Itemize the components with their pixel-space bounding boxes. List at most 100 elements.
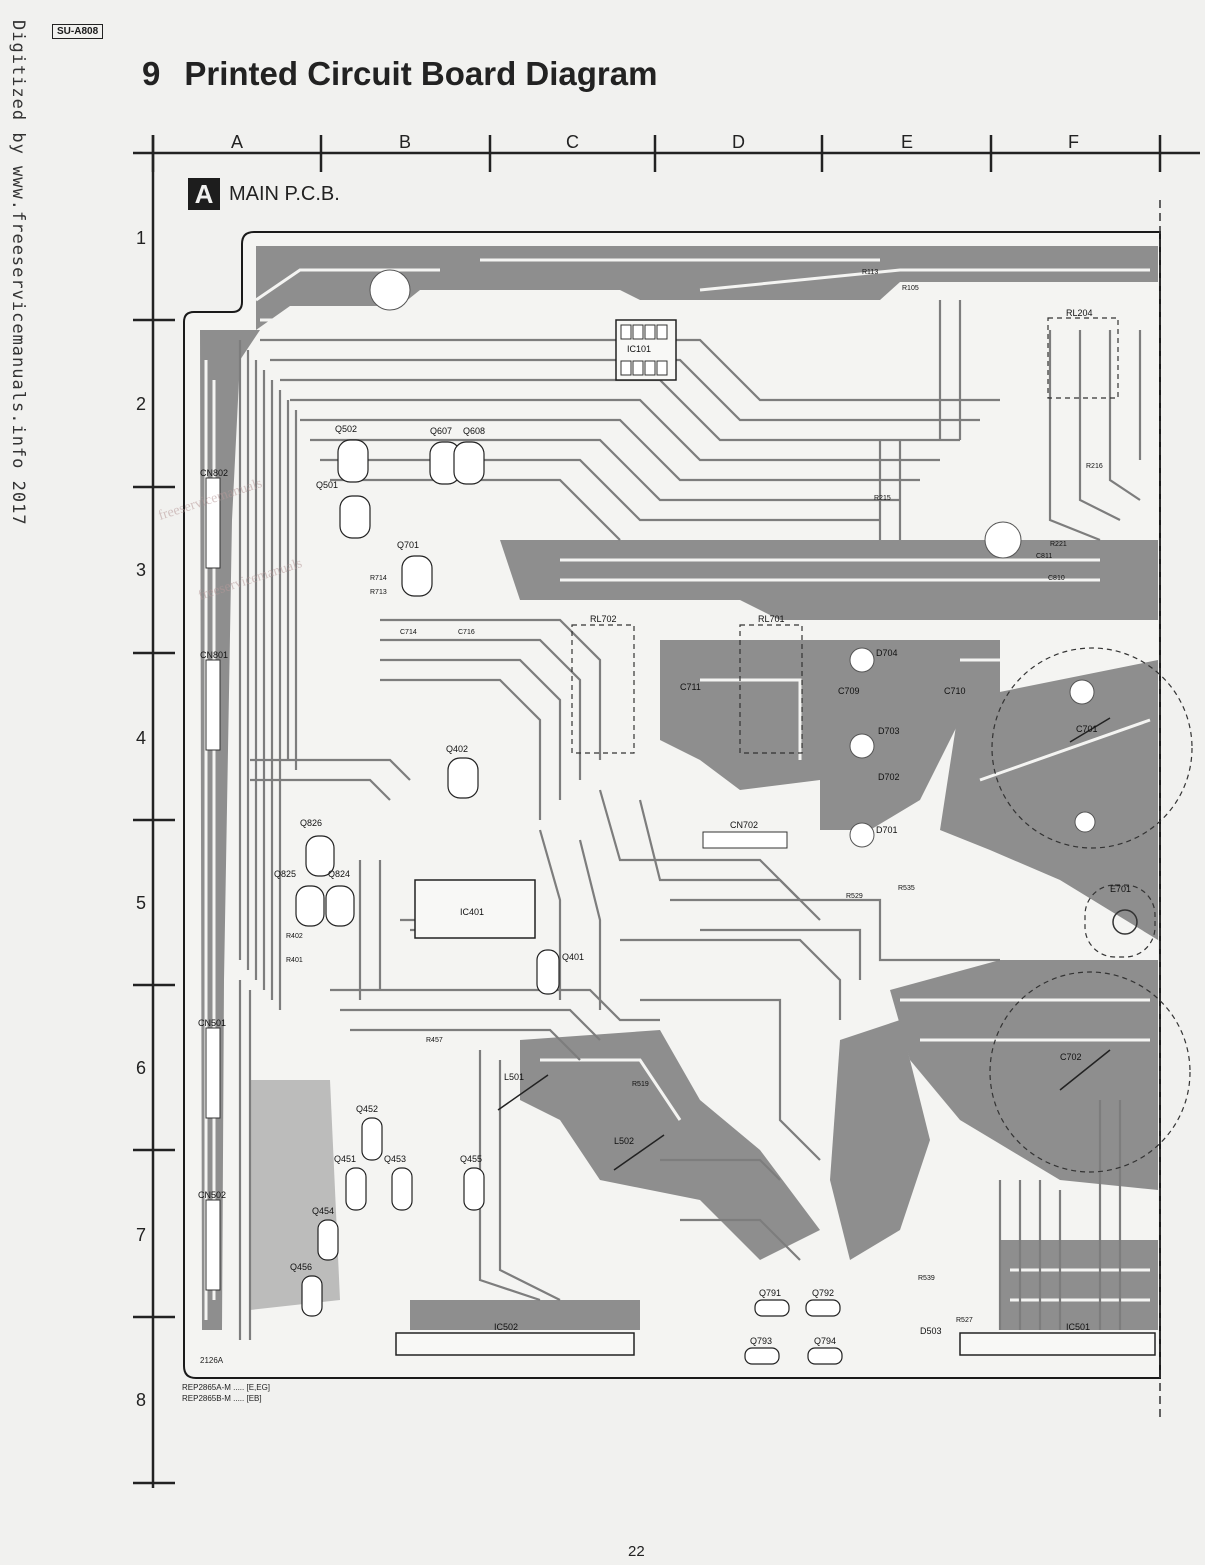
row-label-8: 8: [136, 1390, 147, 1410]
label-q401: Q401: [562, 952, 584, 962]
label-r714: R714: [370, 575, 387, 582]
label-q794: Q794: [814, 1336, 836, 1346]
label-r535: R535: [898, 885, 915, 892]
transistors: [295, 439, 843, 1365]
label-q608: Q608: [463, 426, 485, 436]
e701-screw-icon: [1112, 909, 1138, 935]
label-c710: C710: [944, 686, 966, 696]
label-r527: R527: [956, 1317, 973, 1324]
label-ic101: IC101: [627, 344, 651, 354]
page-title: 9 Printed Circuit Board Diagram: [142, 55, 657, 93]
label-q701: Q701: [397, 540, 419, 550]
label-r216: R216: [1086, 463, 1103, 470]
label-q455: Q455: [460, 1154, 482, 1164]
label-q502: Q502: [335, 424, 357, 434]
label-ic502: IC502: [494, 1322, 518, 1332]
relays: [571, 317, 1119, 754]
label-q402: Q402: [446, 744, 468, 754]
label-r215: R215: [874, 495, 891, 502]
label-cn801: CN801: [200, 650, 228, 660]
column-label-c: C: [566, 132, 579, 152]
large-capacitors: [989, 647, 1193, 1173]
label-q454: Q454: [312, 1206, 334, 1216]
label-d503: D503: [920, 1326, 942, 1336]
row-label-6: 6: [136, 1058, 147, 1078]
label-c711: C711: [680, 682, 701, 692]
board-name: MAIN P.C.B.: [229, 182, 340, 205]
label-d702: D702: [878, 772, 900, 782]
label-q825: Q825: [274, 869, 296, 879]
label-c709: C709: [838, 686, 860, 696]
mounting-holes: [369, 269, 1096, 848]
label-e701: E701: [1110, 884, 1131, 894]
label-q501: Q501: [316, 480, 338, 490]
label-r519: R519: [632, 1081, 649, 1088]
label-q453: Q453: [384, 1154, 406, 1164]
label-r457: R457: [426, 1037, 443, 1044]
row-label-2: 2: [136, 394, 147, 414]
board-header: A MAIN P.C.B.: [188, 178, 340, 210]
label-ic501: IC501: [1066, 1322, 1090, 1332]
connector-pins: [205, 477, 788, 1291]
board-code: 2126A: [200, 1356, 224, 1365]
label-q451: Q451: [334, 1154, 356, 1164]
label-d703: D703: [878, 726, 900, 736]
label-c811: C811: [1036, 553, 1052, 560]
label-r539: R539: [918, 1275, 935, 1282]
column-label-d: D: [732, 132, 745, 152]
label-r105: R105: [902, 285, 919, 292]
column-label-f: F: [1068, 132, 1079, 152]
label-r221: R221: [1050, 541, 1067, 548]
label-q452: Q452: [356, 1104, 378, 1114]
label-q607: Q607: [430, 426, 452, 436]
grid-frame: [133, 135, 1200, 1488]
label-c810: C810: [1048, 575, 1065, 582]
ic-footprints: [395, 319, 1156, 1356]
parts-note-line-1: REP2865A-M ..... [E,EG]: [182, 1383, 271, 1392]
label-ic401: IC401: [460, 907, 484, 917]
model-tag: SU-A808: [52, 24, 104, 39]
board-letter: A: [188, 178, 220, 210]
inductors: [497, 717, 1111, 1171]
component-labels: IC101 IC401 IC502 IC501 Q502 Q501 Q607 Q…: [198, 269, 1131, 1346]
label-d701: D701: [876, 825, 898, 835]
parts-note-line-2: REP2865B-M ..... [EB]: [182, 1394, 262, 1403]
row-label-4: 4: [136, 728, 147, 748]
label-c702: C702: [1060, 1052, 1082, 1062]
label-cn702: CN702: [730, 820, 758, 830]
label-q824: Q824: [328, 869, 350, 879]
label-rl702: RL702: [590, 614, 617, 624]
ic-pins: [620, 324, 668, 376]
page-number: 22: [628, 1543, 645, 1560]
label-c716: C716: [458, 629, 475, 636]
label-rl701: RL701: [758, 614, 785, 624]
label-r113: R113: [862, 269, 878, 276]
parts-note: REP2865A-M ..... [E,EG] REP2865B-M .....…: [182, 1382, 270, 1404]
label-r401: R401: [286, 957, 303, 964]
row-label-3: 3: [136, 560, 147, 580]
row-label-7: 7: [136, 1225, 147, 1245]
pcb-traces: [204, 258, 1151, 1320]
label-cn502: CN502: [198, 1190, 226, 1200]
watermark: Digitized by www.freeservicemanuals.info…: [8, 20, 28, 526]
label-q793: Q793: [750, 1336, 772, 1346]
label-d704: D704: [876, 648, 898, 658]
label-q456: Q456: [290, 1262, 312, 1272]
label-cn501: CN501: [198, 1018, 226, 1028]
label-r402: R402: [286, 933, 303, 940]
label-cn802: CN802: [200, 468, 228, 478]
label-r529: R529: [846, 893, 863, 900]
label-l502: L502: [614, 1136, 634, 1146]
column-label-e: E: [901, 132, 914, 152]
title-text: Printed Circuit Board Diagram: [184, 55, 658, 92]
label-l501: L501: [504, 1072, 524, 1082]
label-c701: C701: [1076, 724, 1098, 734]
label-rl204: RL204: [1066, 308, 1093, 318]
row-label-5: 5: [136, 893, 147, 913]
label-r713: R713: [370, 589, 387, 596]
column-label-b: B: [399, 132, 412, 152]
label-q792: Q792: [812, 1288, 834, 1298]
section-number: 9: [142, 55, 161, 92]
label-c714: C714: [400, 629, 417, 636]
